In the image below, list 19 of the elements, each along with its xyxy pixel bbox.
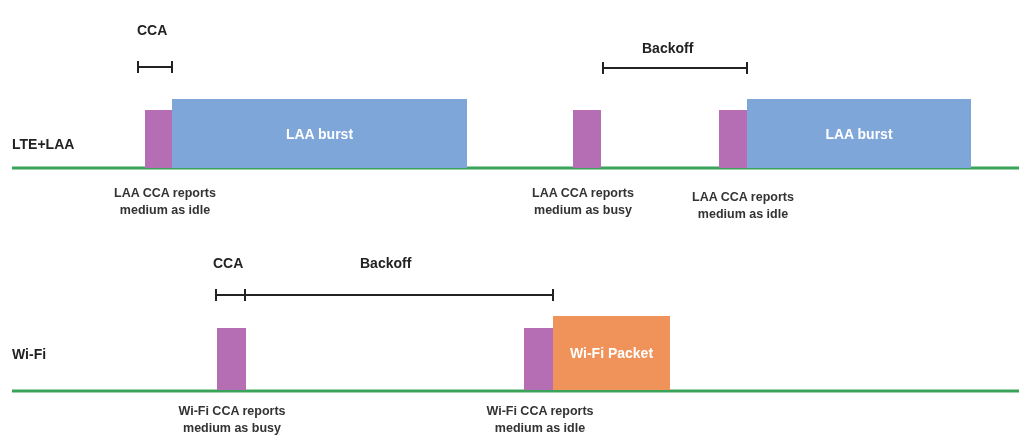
cca-slot — [719, 110, 747, 168]
row-label: LTE+LAA — [12, 136, 75, 152]
node-label: LAA CCA reports medium as idle — [691, 189, 795, 223]
cca-slot — [145, 110, 173, 168]
node-label: Wi-Fi CCA reports medium as busy — [177, 403, 287, 437]
node-label: Wi-Fi CCA reports medium as idle — [485, 403, 595, 437]
burst-block: LAA burst — [172, 99, 467, 168]
cca-slot — [217, 328, 246, 390]
burst-block: LAA burst — [747, 99, 971, 168]
packet-block: Wi-Fi Packet — [553, 316, 670, 390]
cca-slot — [524, 328, 553, 390]
dimension-label: Backoff — [360, 255, 412, 271]
row-label: Wi-Fi — [12, 346, 47, 362]
dimension-label: CCA — [137, 22, 168, 38]
node-label: LAA CCA reports medium as busy — [531, 185, 635, 219]
dimension-label: Backoff — [642, 40, 694, 56]
cca-slot — [573, 110, 601, 168]
node-label: LAA CCA reports medium as idle — [113, 185, 217, 219]
dimension-label: CCA — [213, 255, 244, 271]
